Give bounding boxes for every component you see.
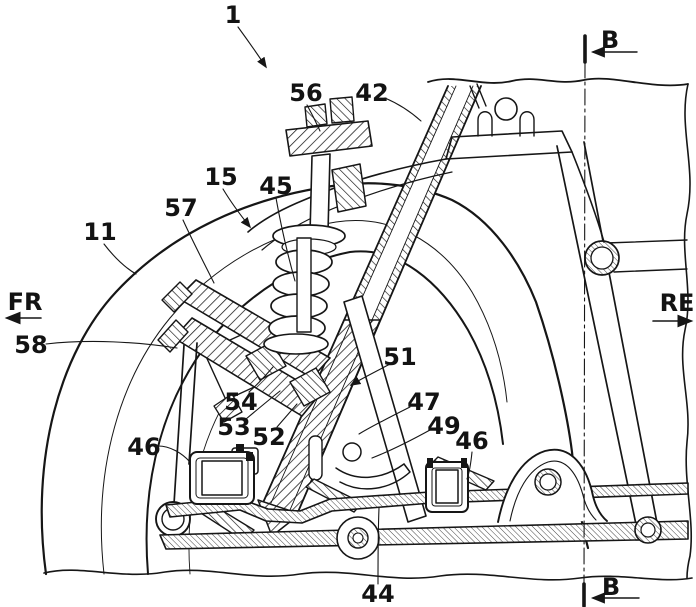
shock-absorber (263, 96, 373, 355)
section-line-b (582, 34, 640, 607)
ref-label-47: 47 (407, 388, 441, 416)
section-label-b-top: B (600, 26, 620, 54)
ref-label-58: 58 (14, 331, 48, 359)
ref-label-54: 54 (224, 388, 258, 416)
ref-label-46-left: 46 (127, 433, 161, 461)
head-gusset-hole (494, 97, 518, 121)
damper-rod (296, 237, 312, 333)
direction-arrows (4, 311, 694, 328)
ref-label-52: 52 (252, 423, 286, 451)
ref-label-42: 42 (355, 79, 389, 107)
gusset-slot (519, 111, 535, 137)
front-direction-label: FR (7, 288, 43, 316)
hump-bracket (497, 448, 608, 523)
linkage-pivot-hole (342, 442, 362, 462)
ref-label-51: 51 (383, 343, 417, 371)
upper-mount (285, 120, 373, 157)
ref-label-49: 49 (427, 412, 461, 440)
mount-bracket-right (425, 458, 469, 513)
frame-top-torn-edge (427, 77, 689, 87)
ref-label-15: 15 (204, 163, 238, 191)
rear-tube (583, 141, 659, 529)
ref-label-53: 53 (217, 413, 251, 441)
ground-torn-line (43, 569, 693, 581)
mount-bracket-left (189, 444, 259, 505)
section-label-b-bottom: B (601, 573, 621, 601)
ref-label-44: 44 (361, 580, 395, 607)
ref-label-57: 57 (164, 194, 198, 222)
ref-label-46-right: 46 (455, 427, 489, 455)
ref-label-1: 1 (224, 1, 242, 29)
spring-bottom-seat (263, 333, 329, 355)
frame-right-torn-edge (681, 83, 693, 579)
gusset-slot (477, 111, 493, 137)
rear-tube (556, 145, 639, 535)
mount-shaft (309, 153, 331, 235)
leader-lines (45, 26, 473, 585)
ref-label-56: 56 (289, 79, 323, 107)
ref-label-11: 11 (83, 218, 117, 246)
rear-direction-label: RE (659, 289, 695, 317)
bevel-gear (289, 367, 331, 407)
ref-label-45: 45 (259, 172, 293, 200)
lower-rail-tube (159, 520, 689, 550)
